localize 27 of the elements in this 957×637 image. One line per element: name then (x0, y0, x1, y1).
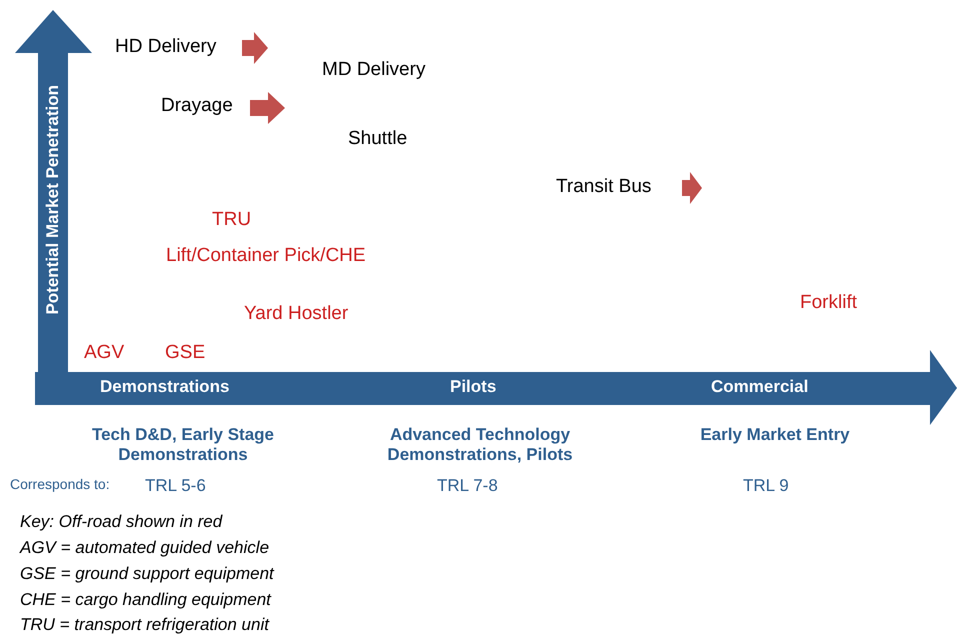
key-text: TRU = transport refrigeration unit (20, 615, 269, 635)
market-label: Shuttle (348, 128, 408, 150)
axis-stage-label: Commercial (711, 377, 808, 397)
market-label: GSE (165, 342, 206, 364)
market-label: MD Delivery (322, 59, 426, 81)
key-text: AGV = automated guided vehicle (20, 538, 270, 558)
axis-stage-label: Pilots (450, 377, 496, 397)
market-label: Lift/Container Pick/CHE (166, 245, 366, 267)
trl-label: TRL 5-6 (145, 476, 206, 496)
axis-stage-label: Demonstrations (100, 377, 230, 397)
key-text: Key: Off-road shown in red (20, 512, 222, 532)
correspondence-label: Corresponds to: (10, 476, 110, 492)
market-label: Transit Bus (556, 176, 652, 198)
trl-label: TRL 9 (743, 476, 789, 496)
key-text: GSE = ground support equipment (20, 564, 274, 584)
market-label: HD Delivery (115, 36, 216, 58)
market-label: TRU (212, 209, 252, 231)
market-label: Yard Hostler (244, 303, 348, 325)
key-text: CHE = cargo handling equipment (20, 590, 271, 610)
stage-description: Advanced Technology Demonstrations, Pilots (386, 425, 574, 464)
stage-description: Early Market Entry (699, 425, 851, 445)
market-label: Forklift (800, 292, 857, 314)
stage-description: Tech D&D, Early Stage Demonstrations (90, 425, 276, 464)
trl-label: TRL 7-8 (437, 476, 498, 496)
market-label: Drayage (161, 95, 233, 117)
axis-title: Potential Market Penetration (43, 85, 63, 315)
market-label: AGV (84, 342, 124, 364)
